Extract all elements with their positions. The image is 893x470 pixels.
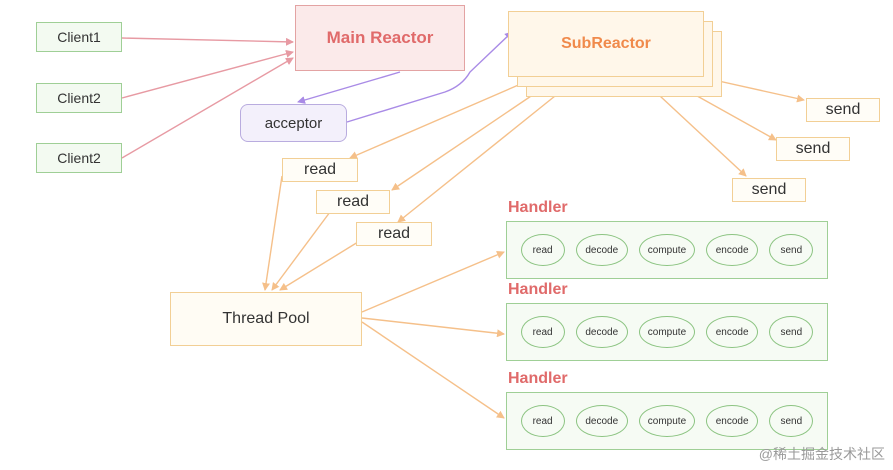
handler-box-2: read decode compute encode send xyxy=(506,303,828,361)
handler-title-3: Handler xyxy=(508,370,568,387)
acceptor-box: acceptor xyxy=(240,104,347,142)
step-send: send xyxy=(769,405,814,437)
arrow-subreactor-read-1 xyxy=(349,79,531,159)
step-compute: compute xyxy=(638,316,695,348)
step-read: read xyxy=(520,316,565,348)
step-read: read xyxy=(520,234,565,266)
acceptor-label: acceptor xyxy=(264,114,323,132)
read-label: read xyxy=(303,161,337,178)
client-box-1: Client1 xyxy=(36,22,122,52)
handler-box-1: read decode compute encode send xyxy=(506,221,828,279)
read-tag-3: read xyxy=(356,222,432,246)
arrow-subreactor-send-2 xyxy=(689,91,777,141)
main-reactor-label: Main Reactor xyxy=(326,28,434,47)
step-send: send xyxy=(769,316,814,348)
send-label: send xyxy=(825,101,861,118)
client-label: Client2 xyxy=(57,150,101,166)
arrow-client2-main-reactor xyxy=(121,49,294,99)
step-decode: decode xyxy=(575,316,628,348)
read-tag-2: read xyxy=(316,190,390,214)
step-decode: decode xyxy=(575,234,628,266)
thread-pool-label: Thread Pool xyxy=(222,310,310,327)
step-encode: encode xyxy=(706,405,759,437)
step-decode: decode xyxy=(575,405,628,437)
step-read: read xyxy=(520,405,565,437)
client-label: Client1 xyxy=(57,29,101,45)
step-compute: compute xyxy=(638,234,695,266)
watermark-text: @稀土掘金技术社区 xyxy=(758,446,885,462)
arrow-thread-pool-handler-1 xyxy=(361,251,505,313)
arrow-read2-thread-pool xyxy=(271,211,331,291)
step-send: send xyxy=(769,234,814,266)
read-label: read xyxy=(336,193,370,210)
arrow-client1-main-reactor xyxy=(121,37,294,46)
send-tag-2: send xyxy=(776,137,850,161)
arrow-acceptor-subreactor xyxy=(346,31,513,123)
arrow-main-reactor-acceptor xyxy=(297,71,401,104)
arrow-subreactor-read-2 xyxy=(391,89,541,191)
arrow-read1-thread-pool xyxy=(262,175,283,291)
arrow-thread-pool-handler-2 xyxy=(361,317,505,338)
main-reactor-box: Main Reactor xyxy=(295,5,465,71)
read-label: read xyxy=(377,225,411,242)
handler-box-3: read decode compute encode send xyxy=(506,392,828,450)
step-encode: encode xyxy=(706,316,759,348)
client-box-3: Client2 xyxy=(36,143,122,173)
send-label: send xyxy=(751,181,787,198)
arrow-thread-pool-handler-3 xyxy=(361,321,505,419)
subreactor-box: SubReactor xyxy=(508,11,704,77)
read-tag-1: read xyxy=(282,158,358,182)
arrow-read3-thread-pool xyxy=(279,241,359,291)
send-tag-3: send xyxy=(732,178,806,202)
send-label: send xyxy=(795,140,831,157)
step-compute: compute xyxy=(638,405,695,437)
arrow-subreactor-read-3 xyxy=(397,95,556,223)
arrow-subreactor-send-3 xyxy=(659,95,747,177)
thread-pool-box: Thread Pool xyxy=(170,292,362,346)
handler-title-2: Handler xyxy=(508,281,568,298)
handler-title-1: Handler xyxy=(508,199,568,216)
client-label: Client2 xyxy=(57,90,101,106)
send-tag-1: send xyxy=(806,98,880,122)
step-encode: encode xyxy=(706,234,759,266)
subreactor-label: SubReactor xyxy=(561,35,651,52)
arrow-client3-main-reactor xyxy=(121,57,294,159)
client-box-2: Client2 xyxy=(36,83,122,113)
